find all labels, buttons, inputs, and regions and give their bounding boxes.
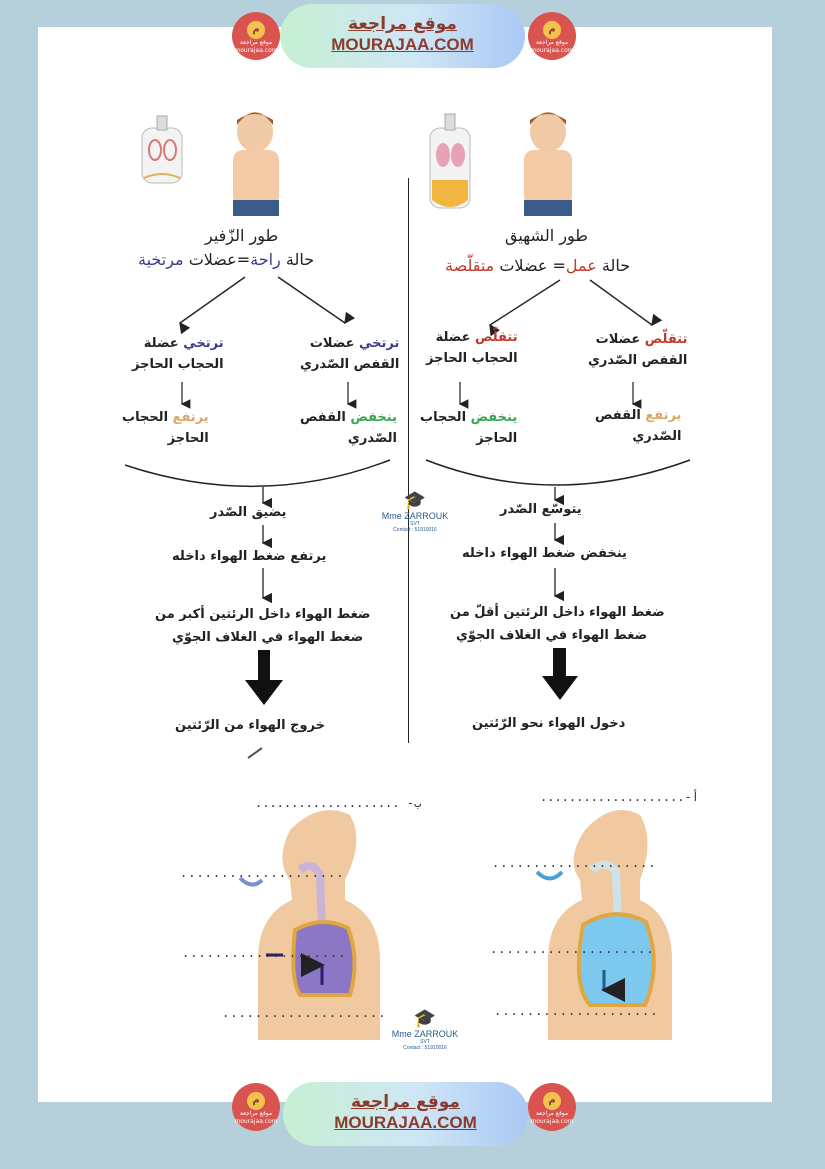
exhale-state-prefix: حالة [285,250,315,269]
exhale-left-col: ترتخي عضلة الحجاب الحاجز [132,336,224,372]
exhale-right-l1: عضلات [309,336,355,351]
exhale-step3a: ضغط الهواء داخل الرئتين أكبر من [155,607,371,622]
watermark-subject: SVT [410,521,420,527]
inhale-left-res-verb: ينخفض [470,410,518,425]
graduation-cap-icon: 🎓 [403,490,427,510]
figure-label-b[interactable]: ب- .................... [255,796,422,810]
exhale-left-verb: ترتخي [183,336,224,351]
exhale-right-res1: القفص [300,410,346,425]
site-banner-bottom[interactable]: موقع مراجعة MOURAJAA.COM [283,1082,528,1146]
inhale-state-word: عمل [565,256,597,275]
inhale-state-eq: = عضلات [499,256,566,275]
inhale-left-col: تتقلّص عضلة الحجاب الحاجز [426,330,518,366]
figure-label-a[interactable]: أ-.................... [540,790,699,804]
exhale-state-word: راحة [250,250,281,269]
watermark-contact: Contact : 51910016 [393,527,437,533]
blank-a-3[interactable]: .................... [494,1004,659,1018]
inhale-step1: يتوسّع الصّدر [500,502,582,517]
exhale-left-result: يرتفع الحجاب الحاجز [122,410,209,446]
watermark-name: Mme ZARROUK [391,1029,459,1039]
blank-b-1[interactable]: .................... [180,866,345,880]
body-exhale-figure [238,810,380,1040]
watermark-bottom: 🎓 Mme ZARROUK SVT Contact : 51910016 [380,1008,470,1051]
logo-text: موقع مراجعة mourajaa.com [530,39,574,54]
exhale-left-res-verb: يرتفع [172,410,209,425]
logo-text: موقع مراجعة mourajaa.com [234,1110,278,1125]
blank-a-2[interactable]: .................... [490,942,655,956]
blank-a-1[interactable]: .................... [492,856,657,870]
exhale-step1: يضيق الصّدر [210,505,287,520]
exhale-right-l2: القفص الصّدري [300,357,400,372]
logo-text: موقع مراجعة mourajaa.com [530,1110,574,1125]
exhale-left-res2: الحاجز [167,431,209,446]
blank-b-2[interactable]: .................... [182,946,347,960]
exhale-right-col: ترتخي عضلات القفص الصّدري [300,336,399,372]
site-name-en[interactable]: MOURAJAA.COM [334,1113,477,1132]
watermark-name: Mme ZARROUK [381,511,449,521]
exhale-state: حالة راحة=عضلات مرتخية [138,250,314,269]
logo-icon: م [543,1092,561,1110]
exhale-left-res1: الحجاب [122,410,169,425]
inhale-left-l2: الحجاب الحاجز [426,351,518,366]
site-name-en[interactable]: MOURAJAA.COM [331,35,474,54]
inhale-left-verb: تتقلّص [475,330,518,345]
exhale-result: خروج الهواء من الرّئتين [175,718,326,733]
inhale-right-result: يرتفع القفص الصّدري [595,408,681,444]
inhale-right-res1: القفص [595,408,641,423]
exhale-right-result: ينخفض القفص الصّدري [300,410,397,446]
inhale-step3a: ضغط الهواء داخل الرئتين أقلّ من [450,605,665,620]
inhale-right-col: تتقلّص عضلات القفص الصّدري [588,332,687,368]
inhale-left-res2: الحاجز [476,431,518,446]
inhale-state: حالة عمل= عضلات متقلّصة [445,256,630,275]
inhale-left-l1: عضلة [435,330,471,345]
inhale-left-res1: الحجاب [420,410,467,425]
exhale-title: طور الزّفير [205,226,279,245]
exhale-right-verb: ترتخي [359,336,400,351]
bell-jar-exhale-icon [141,115,183,184]
site-banner-top[interactable]: موقع مراجعة MOURAJAA.COM [280,4,525,68]
inhale-right-res2: الصّدري [632,429,682,444]
exhale-right-res2: الصّدري [347,431,397,446]
site-logo-left: م موقع مراجعة mourajaa.com [232,12,280,60]
logo-text: موقع مراجعة mourajaa.com [234,39,278,54]
inhale-left-result: ينخفض الحجاب الحاجز [420,410,517,446]
logo-icon: م [543,21,561,39]
inhale-step3b: ضغط الهواء في الغلاف الجوّي [456,628,648,643]
site-logo-right-bottom: م موقع مراجعة mourajaa.com [528,1083,576,1131]
watermark-subject: SVT [420,1039,430,1045]
watermark-middle: 🎓 Mme ZARROUK SVT Contact : 51910016 [370,490,460,533]
divider-line [408,178,409,743]
site-logo-left-bottom: م موقع مراجعة mourajaa.com [232,1083,280,1131]
exhale-step3b: ضغط الهواء في الغلاف الجوّي [172,630,364,645]
inhale-title: طور الشهيق [505,226,588,245]
inhale-state-muscles: متقلّصة [445,256,495,275]
logo-icon: م [247,1092,265,1110]
graduation-cap-icon: 🎓 [413,1008,437,1028]
exhale-left-l1: عضلة [143,336,179,351]
exhale-state-muscles: مرتخية [138,250,184,269]
site-name-ar[interactable]: موقع مراجعة [351,1092,460,1112]
watermark-contact: Contact : 51910016 [403,1045,447,1051]
inhale-right-res-verb: يرتفع [645,408,682,423]
body-inhale-figure [535,810,672,1040]
inhale-right-verb: تتقلّص [644,332,688,347]
inhale-right-l2: القفص الصّدري [588,353,688,368]
child-inhale-icon [524,112,572,216]
inhale-state-prefix: حالة [601,256,631,275]
blank-b-3[interactable]: .................... [222,1006,387,1020]
exhale-left-l2: الحجاب الحاجز [132,357,224,372]
exhale-step2: يرتفع ضغط الهواء داخله [172,549,327,564]
child-exhale-icon [233,112,279,216]
inhale-result: دخول الهواء نحو الرّئتين [472,716,626,731]
inhale-step2: ينخفض ضغط الهواء داخله [462,546,627,561]
exhale-right-res-verb: ينخفض [350,410,397,425]
inhale-right-l1: عضلات [595,332,641,347]
logo-icon: م [247,21,265,39]
site-name-ar[interactable]: موقع مراجعة [348,14,457,34]
bell-jar-inhale-icon [429,113,471,209]
site-logo-right: م موقع مراجعة mourajaa.com [528,12,576,60]
exhale-state-eq: =عضلات [188,250,251,269]
